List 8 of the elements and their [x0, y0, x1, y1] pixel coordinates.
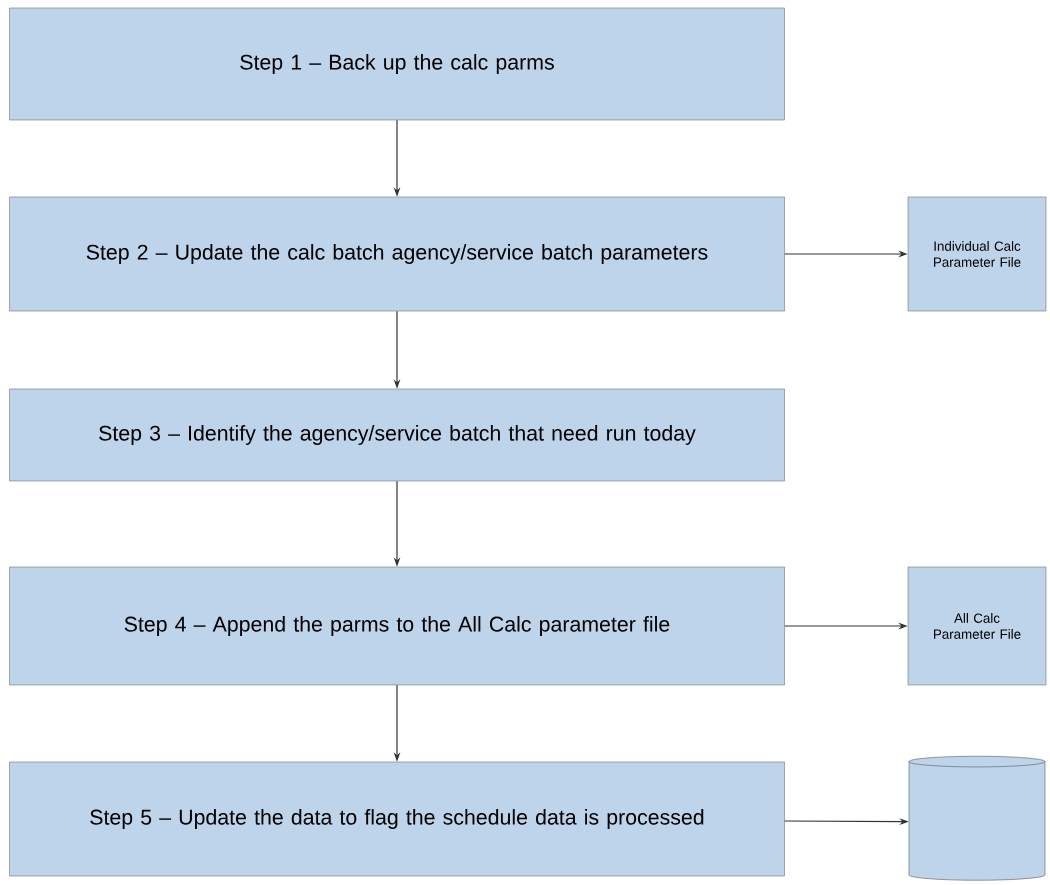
- file-box: All Calc Parameter File: [907, 566, 1047, 686]
- file-box: Individual Calc Parameter File: [907, 196, 1047, 312]
- process-box: Step 1 – Back up the calc parms: [9, 7, 785, 121]
- process-box: Step 2 – Update the calc batch agency/service batch parameters: [9, 196, 785, 312]
- process-box: Step 5 – Update the data to flag the schedule data is processed: [9, 761, 785, 877]
- process-box: Step 4 – Append the parms to the All Calc parameter file: [9, 566, 785, 686]
- process-box: Step 3 – Identify the agency/service batch that need run today: [9, 388, 785, 482]
- database-cylinder: [908, 756, 1046, 881]
